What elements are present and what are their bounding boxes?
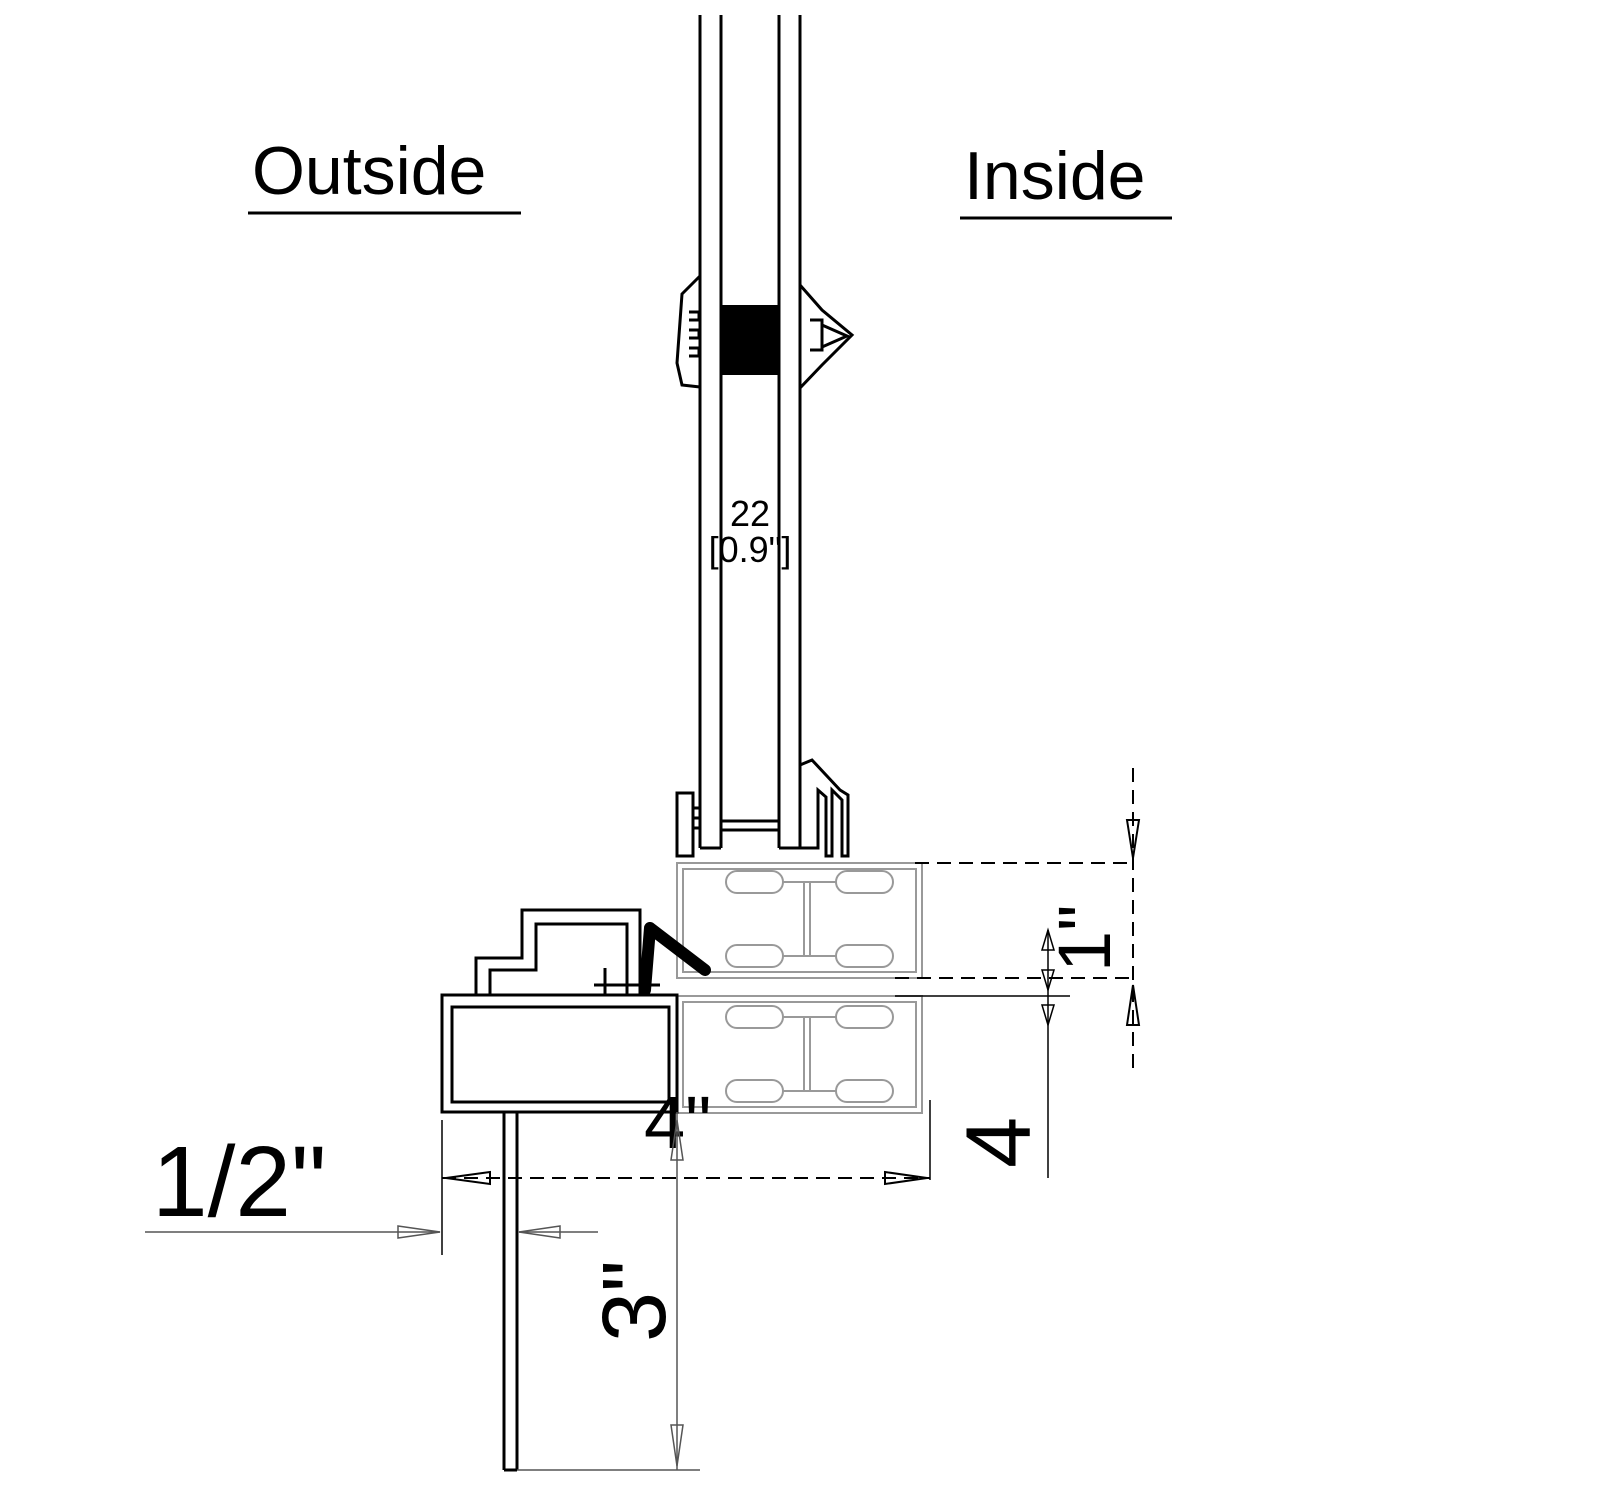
glass-width-in: [0.9"] xyxy=(709,529,792,570)
outside-label-group: Outside xyxy=(248,133,521,215)
dim-half-inch xyxy=(145,1225,598,1239)
dim-three-inch xyxy=(517,1112,700,1471)
glass-width-mm: 22 xyxy=(730,493,770,534)
dim-one-inch-label: 1" xyxy=(1043,905,1126,972)
seal-fastener xyxy=(594,968,660,995)
dim-four-inch-horizontal xyxy=(441,1100,931,1255)
frame-profile-lower xyxy=(676,995,923,1114)
dim-one-inch xyxy=(895,768,1141,1075)
dim-half-inch-label: 1/2" xyxy=(152,1126,327,1238)
dim-four-vertical-label: 4 xyxy=(948,1117,1050,1168)
weather-seal xyxy=(639,922,711,996)
sill-step-profile xyxy=(474,908,642,995)
outside-label: Outside xyxy=(252,133,486,209)
inside-label-group: Inside xyxy=(960,138,1172,220)
dim-three-inch-label: 3" xyxy=(585,1260,685,1342)
flashing-leg xyxy=(502,1112,519,1472)
glass-unit xyxy=(698,15,802,850)
inner-glazing-gasket xyxy=(798,284,855,390)
glass-spacer-block xyxy=(722,305,779,375)
setting-block-outer xyxy=(675,791,700,858)
sill-box xyxy=(440,993,679,1114)
frame-profile-upper xyxy=(676,862,923,979)
dim-four-vertical xyxy=(895,927,1070,1178)
outer-glazing-gasket xyxy=(675,274,702,389)
inside-label: Inside xyxy=(964,138,1145,214)
inner-bottom-bead xyxy=(799,758,850,858)
